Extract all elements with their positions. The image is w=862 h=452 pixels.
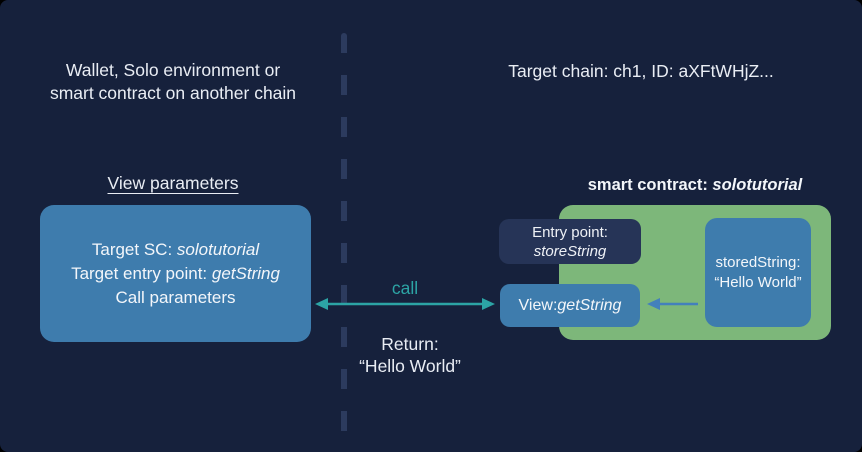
entry-point-box-line1: Entry point: [532, 223, 608, 241]
target-chain-title: Target chain: ch1, ID: aXFtWHjZ... [508, 61, 774, 81]
target-entry-point-value: getString [211, 263, 280, 283]
smart-contract-label: smart contract: solotutorial [559, 176, 831, 195]
stored-string-box-line2: “Hello World” [714, 273, 802, 291]
stored-string-box: storedString: “Hello World” [705, 218, 811, 327]
stored-string-box-line1: storedString: [715, 253, 801, 271]
smart-contract-name: solotutorial [712, 176, 803, 194]
call-parameters-line: Call parameters [115, 287, 236, 307]
call-label: call [391, 278, 419, 298]
view-parameters-heading: View parameters [107, 173, 239, 193]
stored-to-view-arrow-icon [647, 298, 698, 310]
return-value-text: Return: “Hello World” [340, 333, 480, 377]
view-box-value: getString [557, 296, 622, 314]
entry-point-box-line2: storeString [533, 242, 607, 260]
return-value: “Hello World” [359, 356, 461, 376]
call-double-arrow-icon [315, 298, 495, 310]
view-box-label: View: [518, 296, 558, 314]
caller-environment-title-line2: smart contract on another chain [49, 83, 297, 103]
smart-contract-label-prefix: smart contract: [587, 176, 713, 194]
chain-boundary-dashed-divider [341, 33, 347, 440]
target-sc-value: solotutorial [176, 239, 260, 259]
target-entry-point-line: Target entry point: getString [71, 262, 280, 286]
target-sc-line: Target SC: solotutorial [92, 238, 259, 262]
target-entry-point-label: Target entry point: [71, 263, 212, 283]
entry-point-box: Entry point: storeString [499, 219, 641, 264]
view-getstring-box: View: getString [500, 284, 640, 327]
caller-environment-title-line1: Wallet, Solo environment or [65, 60, 281, 80]
return-label: Return: [381, 334, 439, 354]
target-sc-label: Target SC: [91, 239, 177, 259]
caller-environment-title: Wallet, Solo environment or smart contra… [18, 59, 328, 105]
view-parameters-card: Target SC: solotutorial Target entry poi… [40, 205, 311, 342]
